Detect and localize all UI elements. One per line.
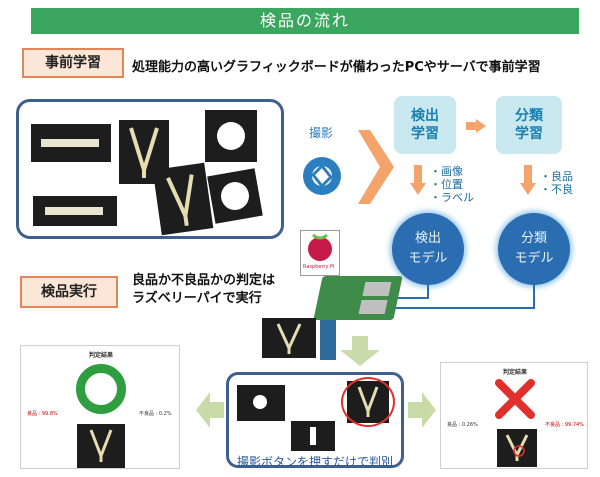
detect-item: ・ラベル [430,191,474,204]
classify-items-list: ・良品 ・不良 [540,170,573,196]
result-photo [497,429,537,467]
arrow-left-icon [196,392,224,428]
classify-item: ・不良 [540,183,573,196]
training-photo-2 [119,120,169,184]
classify-model-line2: モデル [514,251,554,266]
detect-learning-box: 検出学習 [394,96,456,154]
training-photo-6 [33,196,117,226]
disc-shape [253,395,267,409]
raspberry-board [313,276,403,320]
inspection-description: 良品か不良品かの判定は ラズベリーパイで実行 [132,272,275,308]
classify-learning-line2: 学習 [515,126,543,142]
detect-learning-line1: 検出 [411,108,439,124]
bad-rate: 不良品 : 99.74% [545,422,584,428]
inspection-description-line2: ラズベリーパイで実行 [132,291,262,306]
highlight-circle [341,377,395,427]
inspection-description-line1: 良品か不良品かの判定は [132,273,276,288]
training-photo-5 [207,168,263,224]
clip-icon [129,127,159,178]
detect-model-circle: 検出モデル [392,213,464,285]
usb-port [362,282,392,296]
camera-label: 撮影 [309,126,334,140]
strip-shape [41,139,99,147]
inspection-photo-2 [291,421,335,451]
classify-item: ・良品 [540,170,573,183]
disc-shape [217,122,245,150]
detect-item: ・位置 [430,178,463,191]
press-button-text: 撮影ボタンを押すだけで判別 [236,455,393,469]
classify-learning-box: 分類学習 [496,96,562,154]
good-rate: 良品 : 0.26% [447,422,478,428]
camera-ribbon [320,320,336,360]
ethernet-port [358,300,388,314]
prelearning-tag: 事前学習 [22,48,124,78]
raspberry-icon [308,233,332,261]
disc-shape [218,179,252,213]
detect-model-line1: 検出 [414,231,441,246]
result-card-good: 判定結果 良品 : 99.8% 不良品 : 0.2% [20,345,180,469]
clip-icon [505,434,529,461]
result-card-bad: 判定結果 良品 : 0.26% 不良品 : 99.74% [440,362,588,469]
clip-icon [166,174,194,227]
bad-rate: 不良品 : 0.2% [139,411,172,417]
bad-cross-icon [495,379,535,419]
clip-icon [89,429,113,462]
raspberry-label: Raspberry Pi [303,264,335,270]
captured-photo [262,318,316,358]
arrow-to-learning-icon [358,130,394,204]
arrow-right-green-icon [408,392,436,428]
prelearning-description: 処理能力の高いグラフィックボードが備わったPCやサーバで事前学習 [132,60,541,75]
arrow-down-classify-icon [520,165,536,195]
pin-shape [310,427,316,445]
arrow-down-green-icon [340,336,380,366]
detect-learning-line2: 学習 [411,126,439,142]
training-images-panel [16,99,284,239]
result-photo [77,424,125,468]
inspection-photo-1 [237,385,285,421]
training-photo-1 [31,124,111,162]
strip-shape [45,207,103,215]
result-title: 判定結果 [88,352,113,359]
detect-item: ・画像 [430,165,463,178]
arrow-down-detect-icon [410,165,426,195]
clip-icon [276,323,302,354]
detect-model-line2: モデル [408,251,448,266]
page-title: 検品の流れ [31,8,579,34]
training-photo-3 [205,110,257,162]
classify-model-line1: 分類 [520,231,547,246]
result-title: 判定結果 [502,369,527,376]
raspberry-pi-logo: Raspberry Pi [300,230,340,276]
inspection-panel: 撮影ボタンを押すだけで判別 [226,372,404,469]
classify-learning-line1: 分類 [515,108,543,124]
training-photo-4 [152,162,214,236]
classify-model-circle: 分類モデル [498,213,570,285]
inspection-tag: 検品実行 [20,276,118,308]
arrow-right-icon [466,119,486,133]
good-ring-icon [76,364,126,414]
good-rate: 良品 : 99.8% [27,411,58,417]
detect-items-list: ・画像 ・位置 ・ラベル [430,165,474,204]
camera-shutter-icon [302,156,342,196]
